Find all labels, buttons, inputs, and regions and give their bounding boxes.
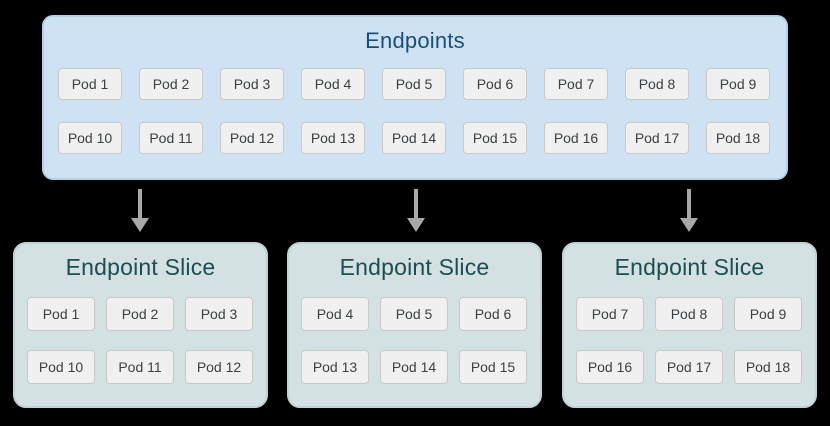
endpoint-slice-box-1: Endpoint Slice Pod 1 Pod 2 Pod 3 Pod 10 … xyxy=(13,242,268,408)
pod-box: Pod 4 xyxy=(301,297,369,331)
pod-box: Pod 6 xyxy=(459,297,527,331)
pod-box: Pod 14 xyxy=(382,122,446,154)
endpoint-slice-title: Endpoint Slice xyxy=(614,254,765,280)
pod-box: Pod 2 xyxy=(106,297,174,331)
pod-box: Pod 15 xyxy=(459,350,527,384)
down-arrow-icon xyxy=(406,189,426,232)
arrow-stem xyxy=(687,189,691,219)
pod-box: Pod 12 xyxy=(185,350,253,384)
endpoints-pod-row-2: Pod 10 Pod 11 Pod 12 Pod 13 Pod 14 Pod 1… xyxy=(58,122,770,154)
pod-box: Pod 10 xyxy=(58,122,122,154)
pod-box: Pod 14 xyxy=(380,350,448,384)
endpoint-slice-title: Endpoint Slice xyxy=(339,254,490,280)
pod-box: Pod 13 xyxy=(301,122,365,154)
arrow-stem xyxy=(138,189,142,219)
endpoints-title: Endpoints xyxy=(365,28,465,53)
pod-box: Pod 18 xyxy=(734,350,802,384)
pod-box: Pod 5 xyxy=(380,297,448,331)
pod-box: Pod 7 xyxy=(576,297,644,331)
pod-box: Pod 17 xyxy=(625,122,689,154)
arrow-head xyxy=(131,218,149,232)
slice-pod-row-1: Pod 1 Pod 2 Pod 3 xyxy=(27,297,253,331)
endpoint-slice-title: Endpoint Slice xyxy=(65,254,216,280)
pod-box: Pod 15 xyxy=(463,122,527,154)
pod-box: Pod 1 xyxy=(27,297,95,331)
slice-pod-row-1: Pod 7 Pod 8 Pod 9 xyxy=(576,297,802,331)
slice-pod-row-2: Pod 16 Pod 17 Pod 18 xyxy=(576,350,802,384)
pod-box: Pod 9 xyxy=(706,68,770,100)
pod-box: Pod 3 xyxy=(220,68,284,100)
pod-box: Pod 1 xyxy=(58,68,122,100)
down-arrow-icon xyxy=(679,189,699,232)
pod-box: Pod 3 xyxy=(185,297,253,331)
pod-box: Pod 2 xyxy=(139,68,203,100)
pod-box: Pod 6 xyxy=(463,68,527,100)
slice-pod-row-2: Pod 13 Pod 14 Pod 15 xyxy=(301,350,527,384)
pod-box: Pod 17 xyxy=(655,350,723,384)
arrow-head xyxy=(407,218,425,232)
pod-box: Pod 5 xyxy=(382,68,446,100)
endpoints-pod-row-1: Pod 1 Pod 2 Pod 3 Pod 4 Pod 5 Pod 6 Pod … xyxy=(58,68,770,100)
pod-box: Pod 13 xyxy=(301,350,369,384)
pod-box: Pod 7 xyxy=(544,68,608,100)
slice-pod-row-1: Pod 4 Pod 5 Pod 6 xyxy=(301,297,527,331)
arrow-head xyxy=(680,218,698,232)
arrow-stem xyxy=(414,189,418,219)
slice-pod-row-2: Pod 10 Pod 11 Pod 12 xyxy=(27,350,253,384)
pod-box: Pod 12 xyxy=(220,122,284,154)
pod-box: Pod 11 xyxy=(139,122,203,154)
pod-box: Pod 8 xyxy=(655,297,723,331)
pod-box: Pod 11 xyxy=(106,350,174,384)
pod-box: Pod 8 xyxy=(625,68,689,100)
down-arrow-icon xyxy=(130,189,150,232)
pod-box: Pod 9 xyxy=(734,297,802,331)
pod-box: Pod 16 xyxy=(576,350,644,384)
endpoint-slice-box-3: Endpoint Slice Pod 7 Pod 8 Pod 9 Pod 16 … xyxy=(562,242,817,408)
pod-box: Pod 10 xyxy=(27,350,95,384)
pod-box: Pod 16 xyxy=(544,122,608,154)
endpoints-box: Endpoints Pod 1 Pod 2 Pod 3 Pod 4 Pod 5 … xyxy=(42,15,788,180)
pod-box: Pod 4 xyxy=(301,68,365,100)
pod-box: Pod 18 xyxy=(706,122,770,154)
endpoint-slice-box-2: Endpoint Slice Pod 4 Pod 5 Pod 6 Pod 13 … xyxy=(287,242,542,408)
